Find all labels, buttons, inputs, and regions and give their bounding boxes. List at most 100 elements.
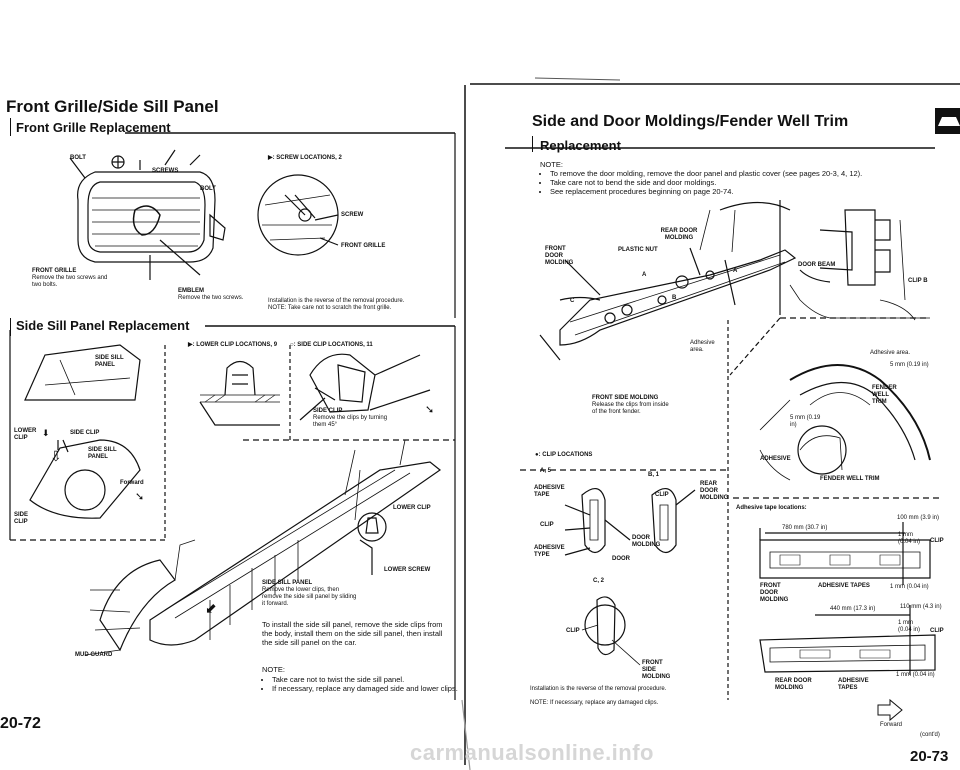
label-side-clip-2: SIDE CLIP [14,512,29,525]
label-5mm-b: 5 mm (0.19 in) [790,415,821,428]
section-heading-replacement: Replacement [540,138,621,153]
label-lower-screw: LOWER SCREW [384,567,431,573]
lower-clip-legend: ▶: Lower clip locations, 9 [188,342,278,348]
front-side-note: Release the clips from inside of the fro… [592,402,669,415]
label-side-clip: SIDE CLIP [70,430,100,436]
notes-list-right: To remove the door molding, remove the d… [540,169,950,196]
note-item: Take care not to twist the side sill pan… [272,675,462,684]
section-marker-right [532,136,533,152]
note-heading-right: NOTE: [540,160,563,169]
side-clip-legend: ○: Side clip locations, 11 [290,342,373,348]
door-beam-drawing [789,209,930,321]
label-front-door-molding-2: FRONT DOOR MOLDING [760,583,789,603]
label-a5: A, 5 [540,468,552,474]
page-number-right: 20-73 [910,748,949,765]
label-screws: SCREWS [152,168,179,174]
lower-clip-drawing [199,360,280,426]
label-forward-right: Forward [880,722,903,728]
label-bolt-top: BOLT [70,155,86,161]
screw-legend: ▶: Screw locations, 2 [268,155,342,161]
front-grille-note: Remove the two screws and two bolts. [32,275,108,288]
note-item: Take care not to bend the side and door … [550,178,950,187]
label-b1: B, 1 [648,472,660,478]
label-side-sill-panel-2: SIDE SILL PANEL [88,447,117,460]
dim-110: 110 mm (4.3 in) [900,604,942,610]
label-side-sill-panel: SIDE SILL PANEL [95,355,124,368]
label-plastic-nut: PLASTIC NUT [618,247,658,253]
label-door: DOOR [612,556,630,562]
letter-b: B [672,295,677,301]
label-rear-door-molding-3: REAR DOOR MOLDING [775,678,812,691]
label-bolt-right: BOLT [200,186,216,192]
side-sill-panel-drawing [84,439,442,656]
hollow-down-arrow-icon: ⇩ [50,448,62,464]
section-heading-side-sill: Side Sill Panel Replacement [16,318,190,333]
install-text-side-sill: To install the side sill panel, remove t… [262,620,443,647]
note-heading-left: NOTE: [262,665,285,674]
forward-arrow-icon-2: ⬋ [205,600,217,616]
label-front-grille: FRONT GRILLE [32,268,77,274]
side-sill-note: Remove the lower clips, then remove the … [262,587,357,607]
contd-label: (cont'd) [920,732,940,738]
arrow-icon: ➘ [425,404,435,416]
screw-detail-drawing [257,174,339,256]
label-front-door-molding: FRONT DOOR MOLDING [545,246,574,266]
dim-1mm-b: 1 mm (0.04 in) [890,584,929,590]
side-clip-note: Remove the clips by turning them 45° [313,415,388,428]
label-forward: Forward [120,480,144,486]
label-lower-clip: LOWER CLIP [14,428,37,441]
label-clip-b: CLIP B [908,278,928,284]
label-clip-c: CLIP [566,628,580,634]
label-fender-well-trim: FENDER WELL TRIM [872,385,897,405]
car-corner-drawing [24,344,141,519]
label-adhesive-area-2: Adhesive area. [870,350,911,356]
label-adhesive-tapes-rear: ADHESIVE TAPES [838,678,869,691]
side-clip-drawing [299,353,431,421]
label-clip: CLIP [540,522,554,528]
fender-well-drawing [759,364,931,481]
label-screw-detail: SCREW [341,212,364,218]
label-front-side-molding-2: FRONT SIDE MOLDING [642,660,671,680]
page-title-left: Front Grille/Side Sill Panel [6,97,219,116]
label-fender-well-trim-2: FENDER WELL TRIM [820,476,880,482]
letter-a: A [733,268,738,274]
label-adhesive-tapes: ADHESIVE TAPES [818,583,870,589]
install-note-grille-2: NOTE: Take care not to scratch the front… [268,305,392,311]
note-item: See replacement procedures beginning on … [550,187,950,196]
label-side-sill-panel-3: SIDE SILL PANEL [262,580,313,586]
label-door-molding: DOOR MOLDING [632,535,661,548]
car-body-logo-icon [935,108,960,134]
front-grille-drawing [69,149,226,280]
label-side-clip-detail: SIDE CLIP [313,408,343,414]
label-adhesive-tape: ADHESIVE TAPE [534,485,565,498]
label-c2: C, 2 [593,578,605,584]
label-adhesive-area: Adhesive area. [690,340,715,353]
dim-100: 100 mm (3.9 in) [897,515,940,521]
label-lower-clip-right: LOWER CLIP [393,505,431,511]
dim-780: 780 mm (30.7 in) [782,525,828,531]
letter-a: A [642,272,647,278]
tape-diagram-rear [759,605,936,675]
install-note-right-2: NOTE: If necessary, replace any damaged … [530,700,659,706]
note-item: If necessary, replace any damaged side a… [272,684,462,693]
tape-heading: Adhesive tape locations: [736,505,807,511]
install-note-grille: Installation is the reverse of the remov… [268,298,405,304]
section-heading-front-grille: Front Grille Replacement [16,120,171,135]
door-molding-drawing [539,201,797,361]
label-front-side-molding: FRONT SIDE MOLDING [592,395,659,401]
page-number-left: 20-72 [0,715,41,732]
install-note-right: Installation is the reverse of the remov… [530,686,667,692]
label-clip-b2: CLIP [655,492,669,498]
label-mud-guard: MUD GUARD [75,652,113,658]
clip-diagrams-drawing [564,488,696,666]
down-arrow-icon: ⬇ [42,428,50,438]
label-adhesive: ADHESIVE [760,456,791,462]
label-5mm: 5 mm (0.19 in) [890,362,929,368]
page-title-right: Side and Door Moldings/Fender Well Trim [532,113,849,130]
tape-diagram-front [759,522,931,585]
forward-arrow-icon: ➘ [135,491,145,503]
dim-440: 440 mm (17.3 in) [830,606,876,612]
label-clip-tape: CLIP [930,538,944,544]
label-clip-rear: CLIP [930,628,944,634]
